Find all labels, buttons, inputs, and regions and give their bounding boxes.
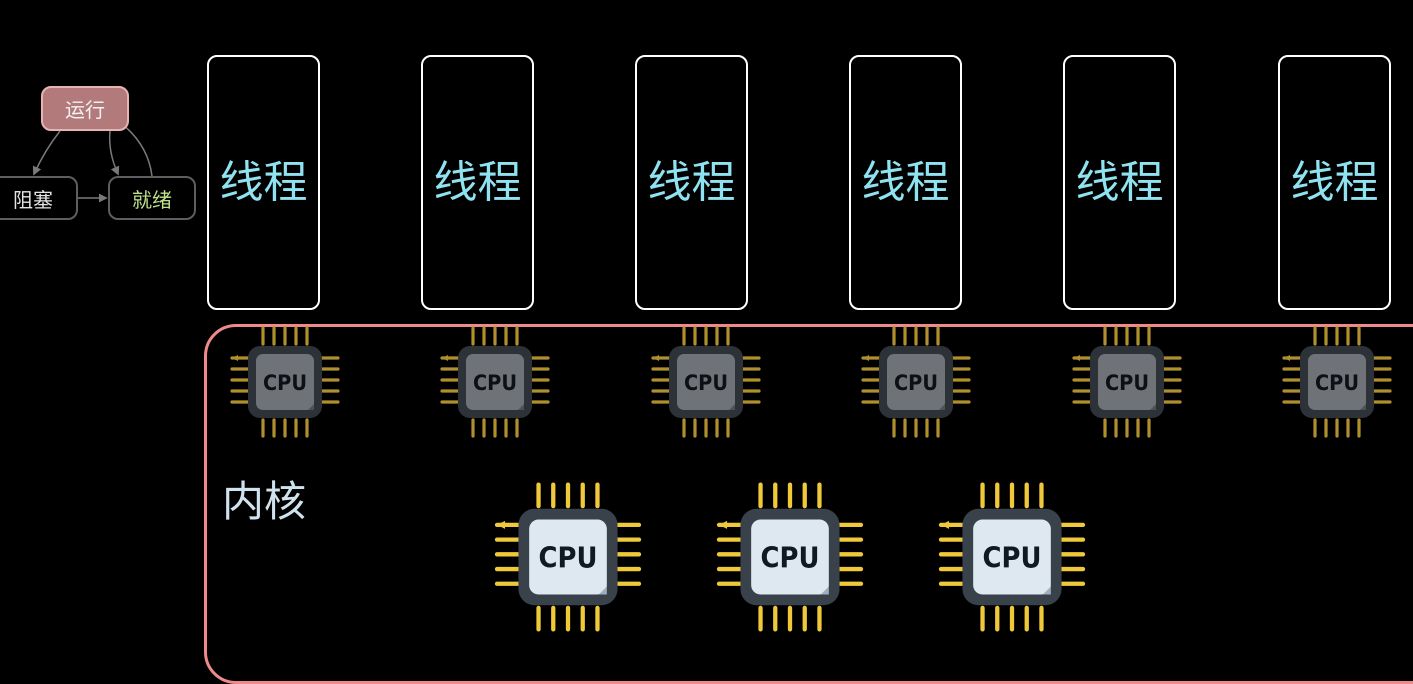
arrow-running-to-ready [108, 130, 120, 176]
cpu-chip-icon: CPU [230, 326, 340, 438]
cpu-label: CPU [539, 542, 598, 575]
cpu-die [677, 354, 735, 410]
cpu-pins [716, 482, 864, 632]
arrow-running-to-blocked [32, 130, 61, 176]
state-ready: 就绪 [108, 176, 196, 220]
diagram-canvas: 运行 阻塞 就绪 线程 线程 线程 线程 线程 线程 内核 CPU CPU CP… [0, 55, 1413, 684]
thread-label: 线程 [647, 156, 736, 208]
cpu-die [256, 354, 314, 410]
cpu-label: CPU [684, 371, 728, 395]
cpu-die [529, 519, 607, 595]
thread-box: 线程 [635, 55, 748, 310]
cpu-pins [1072, 326, 1182, 438]
thread-label: 线程 [861, 156, 950, 208]
thread-label: 线程 [1290, 156, 1379, 208]
thread-box: 线程 [849, 55, 962, 310]
state-blocked: 阻塞 [0, 176, 78, 220]
thread-label: 线程 [1075, 156, 1164, 208]
state-running-label: 运行 [65, 98, 105, 122]
cpu-label: CPU [473, 371, 517, 395]
cpu-label: CPU [761, 542, 820, 575]
state-running: 运行 [41, 86, 129, 131]
cpu-pins [938, 482, 1086, 632]
thread-box: 线程 [421, 55, 534, 310]
cpu-pins [1282, 326, 1392, 438]
cpu-chip-icon: CPU [440, 326, 550, 438]
cpu-label: CPU [894, 371, 938, 395]
cpu-die [1308, 354, 1366, 410]
thread-box: 线程 [1278, 55, 1391, 310]
cpu-die [751, 519, 829, 595]
cpu-die [1098, 354, 1156, 410]
cpu-pins [651, 326, 761, 438]
cpu-label: CPU [1105, 371, 1149, 395]
cpu-chip-icon: CPU [716, 482, 864, 632]
cpu-die [973, 519, 1051, 595]
cpu-die [887, 354, 945, 410]
cpu-chip-icon: CPU [938, 482, 1086, 632]
cpu-pins [861, 326, 971, 438]
thread-box: 线程 [1063, 55, 1176, 310]
state-ready-label: 就绪 [132, 187, 172, 212]
cpu-pins [230, 326, 340, 438]
cpu-label: CPU [263, 371, 307, 395]
thread-label: 线程 [433, 156, 522, 208]
thread-label: 线程 [219, 156, 308, 208]
kernel-label: 内核 [222, 477, 307, 526]
cpu-chip-icon: CPU [494, 482, 642, 632]
cpu-label: CPU [983, 542, 1042, 575]
cpu-chip-icon: CPU [1072, 326, 1182, 438]
cpu-chip-icon: CPU [1282, 326, 1392, 438]
cpu-pins [440, 326, 550, 438]
state-blocked-label: 阻塞 [13, 187, 53, 212]
thread-box: 线程 [207, 55, 320, 310]
cpu-die [466, 354, 524, 410]
cpu-label: CPU [1315, 371, 1359, 395]
cpu-chip-icon: CPU [651, 326, 761, 438]
cpu-pins [494, 482, 642, 632]
arrow-ready-to-running [121, 123, 153, 177]
cpu-chip-icon: CPU [861, 326, 971, 438]
